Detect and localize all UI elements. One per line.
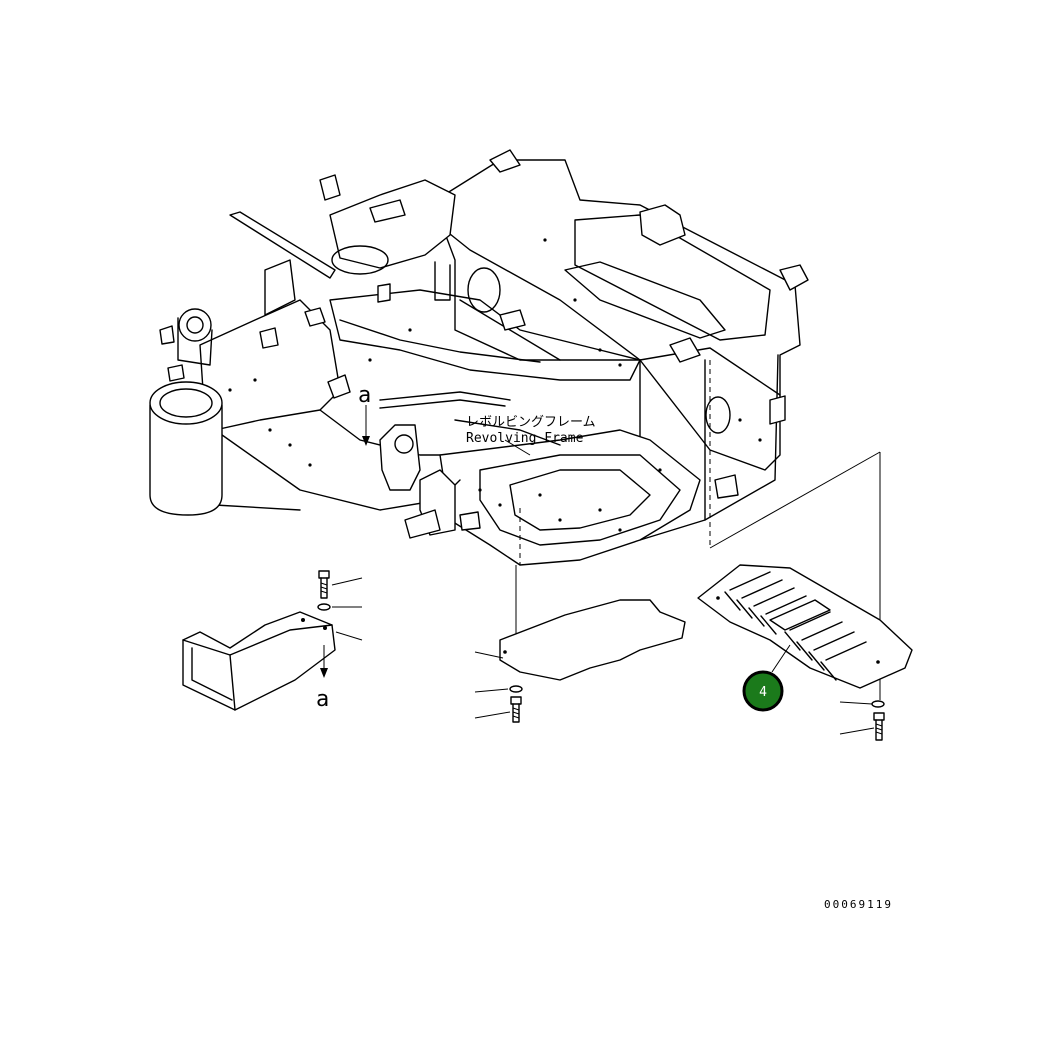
view-a-arrow-upper: [362, 405, 370, 446]
left-cover-part: [182, 570, 363, 711]
view-a-label-top: a: [358, 383, 371, 408]
callout-4-circle[interactable]: [742, 670, 784, 712]
view-a-label-bottom: a: [316, 687, 329, 712]
frame-label-en: Revolving Frame: [466, 431, 584, 446]
right-undercover-part: [697, 564, 913, 741]
revolving-frame: [149, 149, 809, 566]
callout-4-label: 4: [759, 685, 767, 700]
assembly-guide-lines: [515, 360, 881, 700]
frame-bolt-holes: [228, 238, 762, 532]
frame-label-jp: レボルビングフレーム: [466, 415, 596, 430]
frame-label-leader: [504, 439, 531, 456]
center-undercover-part: [474, 599, 686, 723]
callout-4[interactable]: 4: [742, 670, 784, 712]
drawing-number: 00069119: [824, 898, 893, 911]
